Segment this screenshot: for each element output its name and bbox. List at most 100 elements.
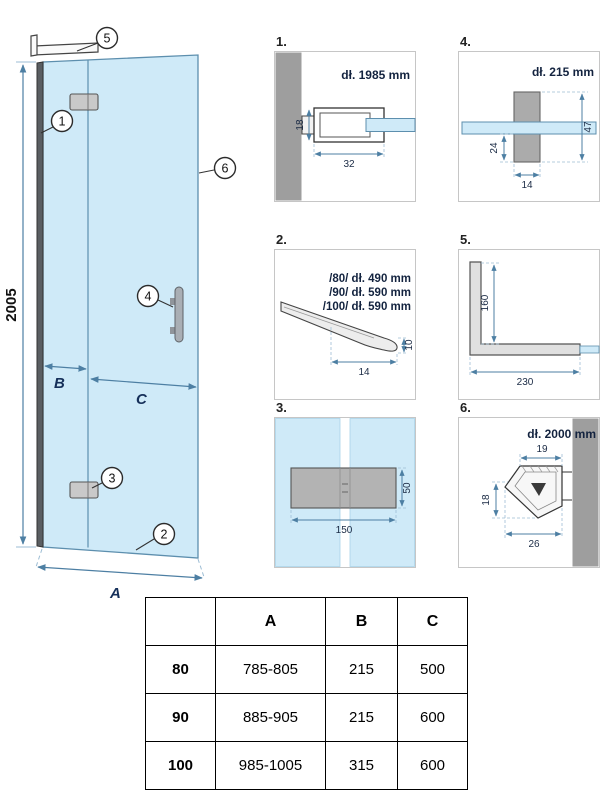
svg-text:5: 5 (104, 32, 111, 46)
svg-text:32: 32 (343, 159, 355, 170)
cell-b: 215 (325, 693, 398, 742)
dim-24: 24 (489, 133, 514, 163)
svg-text:47: 47 (583, 121, 594, 133)
svg-text:18: 18 (295, 119, 306, 131)
l-profile-section (469, 261, 600, 356)
table-header-row: A B C (145, 597, 468, 646)
hinge-section (290, 467, 397, 509)
detail-6: 6. dł. 2000 mm 19 (458, 400, 600, 568)
hinge-top-icon (69, 93, 99, 111)
dim-18: 18 (481, 481, 536, 519)
detail-2-length-90: /90/ dł. 590 mm (329, 287, 411, 299)
top-wall-profile (30, 34, 99, 57)
callout-2: 2 (135, 522, 176, 551)
wall-profile-section (301, 107, 416, 143)
svg-text:3: 3 (109, 472, 116, 486)
callout-4: 4 (136, 284, 174, 308)
svg-text:230: 230 (517, 377, 534, 388)
table-header-blank (145, 597, 216, 646)
svg-text:14: 14 (521, 180, 533, 191)
callout-1: 1 (40, 109, 74, 134)
dim-50: 50 (398, 467, 413, 509)
detail-3: 3. 150 50 (274, 400, 416, 568)
dim-47: 47 (542, 91, 594, 163)
cell-c: 500 (397, 645, 468, 694)
table-header-c: C (397, 597, 468, 646)
clamp-section (461, 91, 597, 163)
svg-text:1: 1 (59, 115, 66, 129)
svg-text:10: 10 (404, 339, 415, 351)
cell-a: 985-1005 (215, 741, 326, 790)
table-row-100: 100 985-1005 315 600 (145, 741, 468, 790)
svg-text:150: 150 (336, 525, 353, 536)
cell-a: 785-805 (215, 645, 326, 694)
detail-1-length-label: dł. 1985 mm (341, 68, 410, 82)
dim-a-label: A (109, 585, 121, 602)
detail-6-length-label: dł. 2000 mm (527, 427, 596, 441)
dim-150: 150 (290, 510, 397, 536)
svg-text:2: 2 (161, 528, 168, 542)
left-wall-profile (36, 61, 44, 548)
magnet-profile-section (504, 465, 572, 519)
dim-18: 18 (295, 109, 312, 141)
dim-19: 19 (519, 444, 563, 466)
detail-5-number: 5. (460, 232, 471, 247)
size-table: A B C 80 785-805 215 500 90 885-905 215 … (145, 597, 468, 790)
table-row-80: 80 785-805 215 500 (145, 645, 468, 694)
table-header-a: A (215, 597, 326, 646)
cell-c: 600 (397, 741, 468, 790)
dim-10: 10 (398, 337, 415, 354)
dim-c: C (90, 376, 197, 408)
dim-b-label: B (54, 375, 65, 392)
dim-height-label: 2005 (3, 288, 20, 321)
dim-26: 26 (504, 490, 563, 550)
dim-b: B (44, 363, 87, 392)
detail-5: 5. 160 230 (458, 232, 600, 400)
svg-text:18: 18 (481, 494, 492, 506)
detail-4-length-label: dł. 215 mm (532, 65, 594, 79)
cell-a: 885-905 (215, 693, 326, 742)
dim-height: 2005 (3, 61, 36, 548)
svg-text:14: 14 (358, 367, 370, 378)
detail-2-length-100: /100/ dł. 590 mm (323, 301, 411, 313)
detail-2-length-80: /80/ dł. 490 mm (329, 273, 411, 285)
cell-b: 215 (325, 645, 398, 694)
cell-size: 100 (145, 741, 216, 790)
detail-6-number: 6. (460, 400, 471, 415)
dim-230: 230 (469, 357, 581, 388)
detail-4: 4. dł. 215 mm 47 24 14 (458, 34, 600, 202)
svg-text:26: 26 (528, 539, 540, 550)
cell-c: 600 (397, 693, 468, 742)
cell-size: 80 (145, 645, 216, 694)
door-handle-icon (170, 286, 184, 343)
main-door-drawing: 2005 B C A 5 1 (3, 26, 237, 602)
callout-6: 6 (198, 156, 237, 180)
detail-1: 1. dł. 1985 mm 18 32 (274, 34, 416, 202)
dim-c-label: C (136, 391, 148, 408)
detail-3-number: 3. (276, 400, 287, 415)
seal-profile-section (280, 301, 398, 352)
detail-2-number: 2. (276, 232, 287, 247)
dim-14: 14 (330, 327, 398, 378)
table-header-b: B (325, 597, 398, 646)
dim-32: 32 (313, 144, 385, 170)
svg-text:19: 19 (536, 444, 548, 455)
detail-1-number: 1. (276, 34, 287, 49)
svg-text:4: 4 (145, 290, 152, 304)
wall-block (572, 418, 599, 567)
detail-4-number: 4. (460, 34, 471, 49)
hinge-bottom-icon (69, 481, 99, 499)
dim-160: 160 (480, 262, 500, 345)
table-row-90: 90 885-905 215 600 (145, 693, 468, 742)
cell-b: 315 (325, 741, 398, 790)
callout-5: 5 (76, 26, 119, 52)
svg-text:160: 160 (480, 294, 491, 311)
detail-2: 2. /80/ dł. 490 mm /90/ dł. 590 mm /100/… (274, 232, 416, 400)
svg-text:6: 6 (222, 162, 229, 176)
cell-size: 90 (145, 693, 216, 742)
dim-a: A (35, 548, 205, 602)
wall-block (275, 52, 302, 201)
svg-text:24: 24 (489, 142, 500, 154)
dim-14: 14 (513, 164, 541, 191)
